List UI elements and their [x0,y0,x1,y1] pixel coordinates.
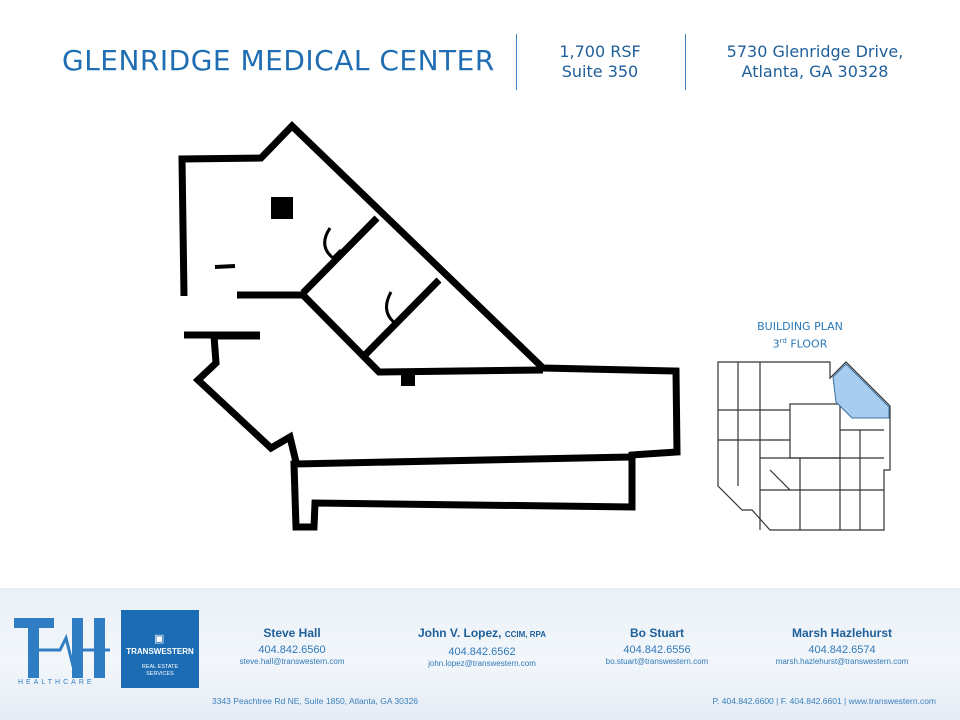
healthcare-logo [14,618,110,678]
building-plan-label: BUILDING PLAN 3rd FLOOR [757,320,843,351]
contact-email[interactable]: john.lopez@transwestern.com [428,659,536,668]
transwestern-emblem-icon: ▣ [154,633,165,645]
contact-name: John V. Lopez, [417,626,502,640]
wall-north [178,121,681,531]
office-phone-fax-web[interactable]: P. 404.842.6600 | F. 404.842.6601 | www.… [712,696,936,706]
transwestern-logo: ▣ TRANSWESTERN REAL ESTATE SERVICES [121,610,199,688]
contact-name: Bo Stuart [630,626,684,640]
wall-partition [300,215,380,296]
contact-phone[interactable]: 404.842.6562 [448,646,516,658]
contact-email[interactable]: marsh.hazlehurst@transwestern.com [775,657,909,666]
header-divider [516,34,517,90]
contact-card: Bo Stuart 404.842.6556 bo.stuart@transwe… [567,626,747,667]
contact-email[interactable]: bo.stuart@transwestern.com [605,657,709,666]
header-divider [685,34,686,90]
address-line-2: Atlanta, GA 30328 [741,62,889,81]
suite-highlight [832,363,890,419]
office-address: 3343 Peachtree Rd NE, Suite 1850, Atlant… [212,696,419,706]
contact-phone[interactable]: 404.842.6556 [623,644,691,656]
wall-inner [237,291,544,376]
healthcare-logo-word: HEALTHCARE [18,679,95,686]
door-swing [385,291,407,326]
column [401,374,415,386]
suite-size: 1,700 RSF [559,42,641,61]
suite-number: Suite 350 [561,62,639,81]
wall-stub [214,264,236,269]
address-line-1: 5730 Glenridge Drive, [726,42,904,61]
building-plan-thumbnail [717,361,891,531]
page-title: GLENRIDGE MEDICAL CENTER [62,44,495,77]
building-address: 5730 Glenridge Drive, Atlanta, GA 30328 [710,42,920,82]
building-outline [717,361,891,531]
courtyard [789,403,841,459]
contact-credentials: CCIM, RPA [504,630,547,639]
contact-name: Steve Hall [263,626,321,640]
suite-floor-plan [178,121,681,531]
door-swing [323,227,343,261]
column [271,197,293,219]
contact-phone[interactable]: 404.842.6574 [808,644,876,656]
contact-name: Marsh Hazlehurst [791,626,893,640]
contact-card: Steve Hall 404.842.6560 steve.hall@trans… [202,626,382,667]
contact-email[interactable]: steve.hall@transwestern.com [239,657,345,666]
contact-card: Marsh Hazlehurst 404.842.6574 marsh.hazl… [752,626,932,667]
contact-card: John V. Lopez, CCIM, RPA 404.842.6562 jo… [392,626,572,669]
contact-phone[interactable]: 404.842.6560 [258,644,326,656]
suite-info: 1,700 RSF Suite 350 [536,42,664,82]
